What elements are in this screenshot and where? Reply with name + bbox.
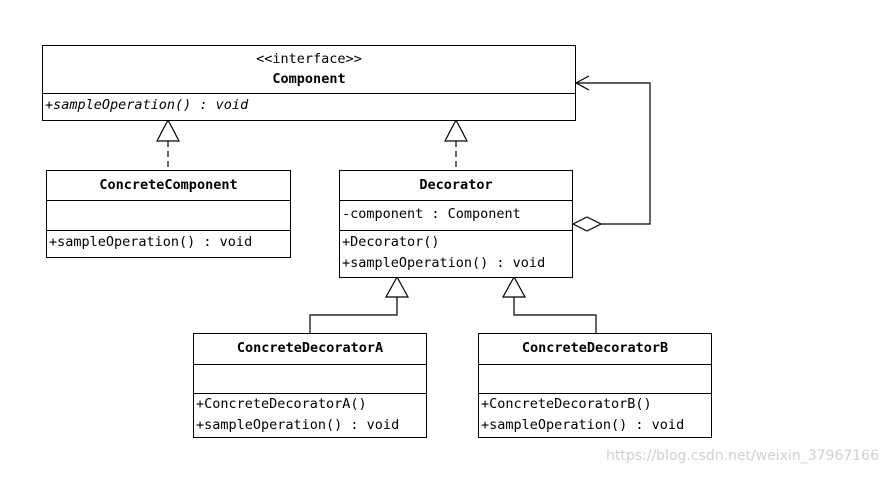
component-class-name: Component [272, 71, 346, 87]
decorator-operation-constructor: +Decorator() [342, 234, 440, 250]
concretedecoratorb-divider-1 [479, 364, 711, 365]
component-interface-class: <<interface>> Component +sampleOperation… [42, 45, 576, 121]
decorator-attribute: -component : Component [342, 206, 521, 222]
concretedecoratorb-operation-constructor: +ConcreteDecoratorB() [481, 396, 652, 412]
component-divider [43, 93, 575, 94]
concretecomponent-divider-2 [47, 230, 290, 231]
concretedecoratora-operation-sample: +sampleOperation() : void [196, 417, 400, 433]
concretecomponent-operation: +sampleOperation() : void [49, 234, 253, 250]
concretedecoratorb-class-name: ConcreteDecoratorB [521, 340, 669, 356]
generalization-decoratora-to-decorator [309, 275, 410, 333]
decorator-divider-1 [340, 200, 572, 201]
realization-concretecomponent-to-component [156, 118, 180, 170]
watermark-url: https://blog.csdn.net/weixin_37967166 [605, 448, 879, 464]
concretedecoratorb-class: ConcreteDecoratorB +ConcreteDecoratorB()… [478, 333, 712, 438]
realization-decorator-to-component [444, 118, 468, 170]
concretecomponent-divider-1 [47, 200, 290, 201]
generalization-decoratorb-to-decorator [501, 275, 597, 333]
aggregation-decorator-to-component [571, 75, 651, 232]
concretecomponent-class: ConcreteComponent +sampleOperation() : v… [46, 170, 291, 258]
decorator-class-name: Decorator [419, 177, 493, 193]
decorator-divider-2 [340, 230, 572, 231]
decorator-class: Decorator -component : Component +Decora… [339, 170, 573, 278]
decorator-operation-sample: +sampleOperation() : void [342, 255, 546, 271]
component-operation: +sampleOperation() : void [45, 97, 249, 113]
concretedecoratora-class: ConcreteDecoratorA +ConcreteDecoratorA()… [193, 333, 427, 438]
component-stereotype: <<interface>> [256, 51, 362, 67]
concretedecoratorb-divider-2 [479, 393, 711, 394]
concretedecoratora-divider-1 [194, 364, 426, 365]
concretecomponent-class-name: ConcreteComponent [99, 177, 238, 193]
concretedecoratora-divider-2 [194, 393, 426, 394]
concretedecoratorb-operation-sample: +sampleOperation() : void [481, 417, 685, 433]
concretedecoratora-class-name: ConcreteDecoratorA [236, 340, 384, 356]
concretedecoratora-operation-constructor: +ConcreteDecoratorA() [196, 396, 367, 412]
